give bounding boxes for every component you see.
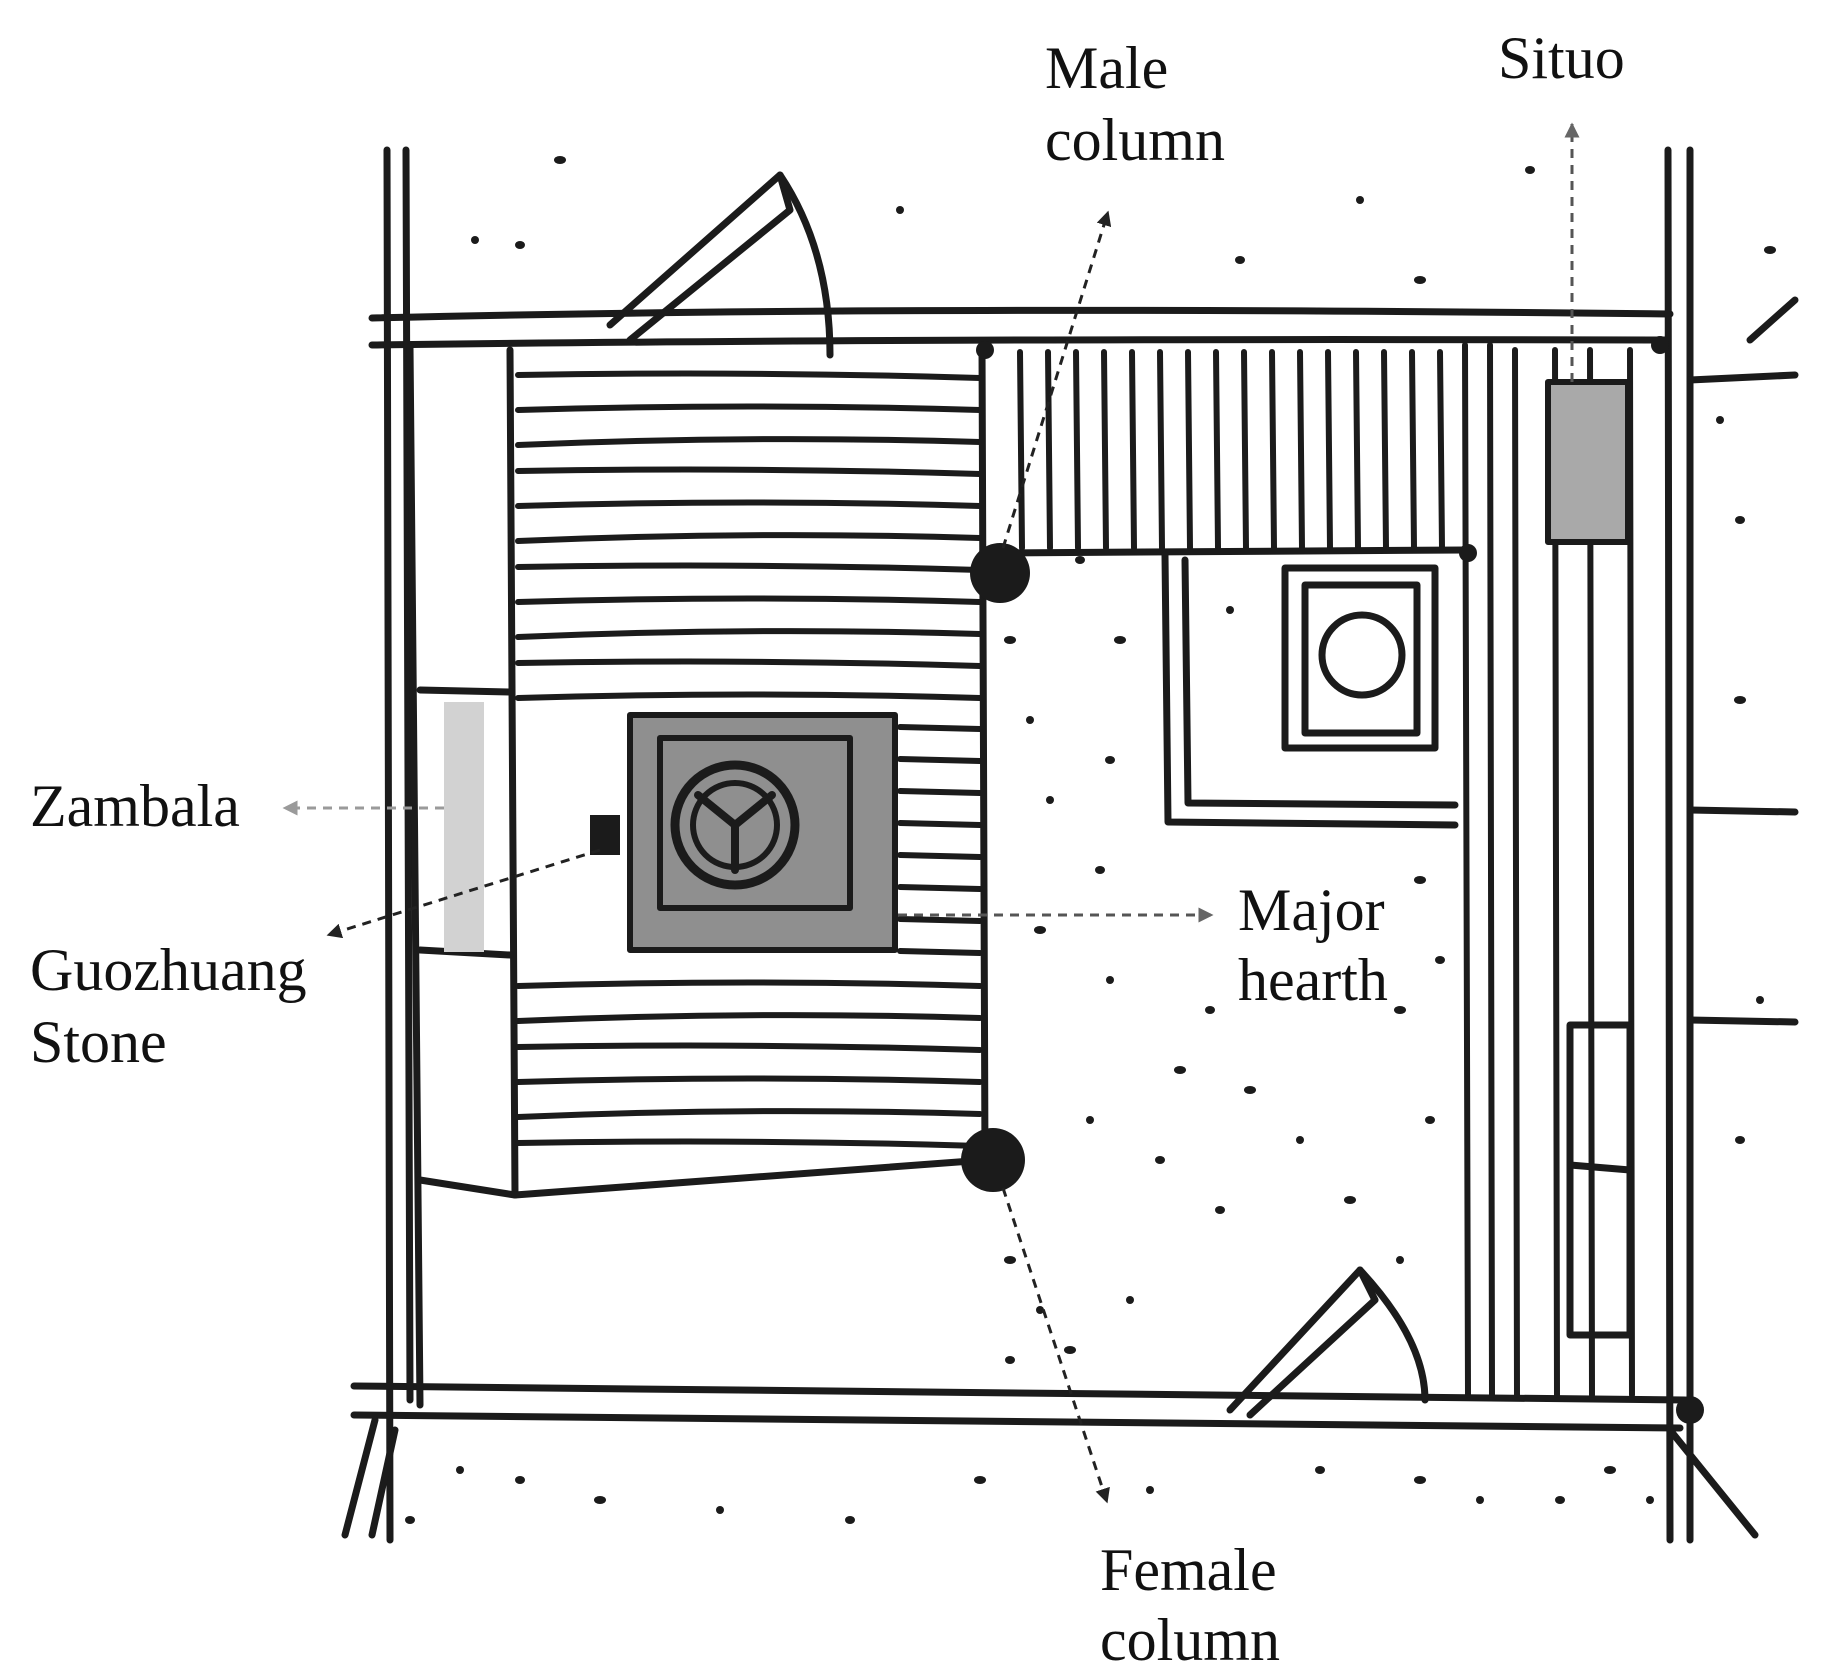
west-room-right-edge	[978, 341, 989, 1169]
major-hearth-block	[627, 712, 898, 953]
north-room-floorboards	[1017, 349, 1445, 551]
label-guozhuang-stone: Guozhuang Stone	[30, 937, 322, 1075]
doors	[341, 171, 1799, 1539]
label-zambala: Zambala	[30, 773, 240, 839]
east-room-furniture	[1161, 551, 1634, 1339]
west-room-floorboards	[515, 370, 983, 1149]
female-column-leader	[1001, 1187, 1110, 1504]
corner-posts	[976, 336, 1704, 1424]
male-column-leader	[1001, 210, 1112, 549]
left-inner-walls	[406, 343, 989, 1409]
label-female-column: Female column	[1100, 1537, 1292, 1672]
label-situo: Situo	[1498, 25, 1625, 91]
zambala-shrine	[444, 702, 484, 952]
ground-speckles	[405, 156, 1776, 1524]
female-column-post	[961, 1128, 1025, 1192]
male-column-post	[970, 543, 1030, 603]
north-room-lower-edge	[991, 546, 1469, 557]
guozhuang-stone-block	[590, 815, 620, 855]
situo-altar	[1545, 379, 1631, 545]
label-major-hearth: Major hearth	[1238, 877, 1400, 1013]
building-sketch	[341, 146, 1799, 1544]
leader-lines	[282, 122, 1580, 1504]
label-male-column: Male column	[1045, 35, 1225, 173]
labels: Male column Situo Zambala Guozhuang Ston…	[30, 25, 1625, 1672]
